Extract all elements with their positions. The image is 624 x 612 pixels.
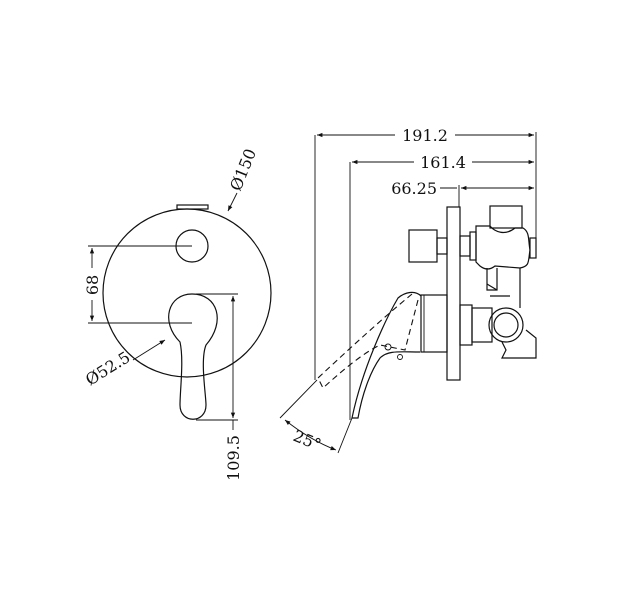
dim-overall-depth: 191.2 xyxy=(402,126,448,145)
dim-center-spacing: 68 xyxy=(83,275,102,295)
dim-lever-angle: 25° xyxy=(291,426,324,454)
front-view: 68 109.5 Ø52.5 Ø150 xyxy=(82,146,272,481)
dim-plate-diameter: Ø150 xyxy=(226,146,260,194)
lever-solid xyxy=(351,291,422,419)
dim-handle-height: 109.5 xyxy=(224,435,243,481)
dim-lever-depth: 161.4 xyxy=(420,153,466,172)
handle-cylinder xyxy=(420,294,448,353)
dim-handle-diameter: Ø52.5 xyxy=(82,347,133,389)
mixer-handle xyxy=(168,293,218,420)
dim-body-depth: 66.25 xyxy=(391,179,437,198)
outlet-fitting xyxy=(488,307,524,343)
cover-plate xyxy=(102,208,272,378)
side-view: 191.2 161.4 66.25 xyxy=(279,126,537,454)
wall-plate xyxy=(446,206,461,381)
diverter-knob-side xyxy=(408,229,438,263)
valve-body xyxy=(475,225,531,270)
plate-tab xyxy=(176,204,209,210)
lever-rotated-dashed xyxy=(317,293,419,389)
